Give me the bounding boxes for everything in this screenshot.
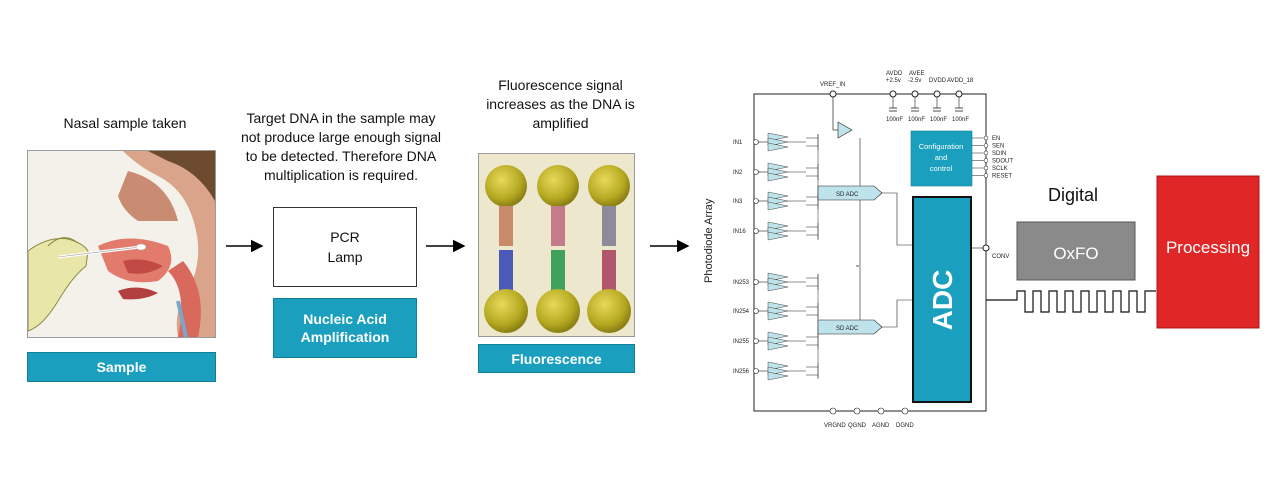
control-pin-sdout: SDOUT: [972, 158, 1013, 165]
input-pin-label: IN256: [733, 369, 750, 375]
control-pin-label: RESET: [992, 174, 1012, 180]
input-pin-label: IN2: [733, 170, 743, 176]
avdd-value: +2.5v: [886, 78, 901, 84]
supply-avdd: AVDD +2.5v 100nF: [886, 71, 903, 123]
input-pin-label: IN3: [733, 199, 743, 205]
supply-dvdd: DVDD 100nF: [929, 78, 947, 123]
nucleic-acid-amplification-label: Nucleic Acid Amplification: [273, 298, 417, 358]
sd-adc-bottom-label: SD ADC: [836, 326, 859, 332]
ground-pin-label: VRGND: [824, 423, 846, 429]
dvdd-cap: 100nF: [930, 117, 947, 123]
pcr-label: PCR: [330, 229, 360, 245]
avee-label: AVEE: [909, 71, 925, 77]
avee-cap: 100nF: [908, 117, 925, 123]
digital-waveform: [986, 290, 1156, 313]
control-pin-label: SEN: [992, 144, 1004, 150]
processing-block: Processing: [1156, 175, 1260, 329]
fifo-block: OxFO: [1016, 221, 1136, 281]
photodiode-array-label: Photodiode Array: [703, 198, 715, 283]
ground-pin-qgnd: QGND: [848, 407, 867, 429]
config-label-2: and: [935, 153, 948, 162]
supply-avdd18: AVDD_18 100nF: [947, 78, 974, 123]
config-label-1: Configuration: [919, 142, 964, 151]
input-pin-label: IN254: [733, 309, 750, 315]
vref-in-pin: VREF_IN: [820, 82, 853, 139]
fluorescence-caption: Fluorescence signal increases as the DNA…: [486, 77, 635, 131]
conv-pin: CONV: [971, 244, 1009, 260]
input-channel-in253: IN253: [733, 272, 819, 292]
pcr-lamp-box: PCR Lamp: [273, 207, 417, 287]
nasal-swab-illustration: [27, 150, 216, 338]
input-pin-label: IN1: [733, 140, 743, 146]
input-channel-in2: IN2: [733, 162, 819, 182]
input-channel-in254: IN254: [733, 301, 819, 321]
configuration-control-block: Configuration and control: [910, 130, 973, 187]
vref-in-label: VREF_IN: [820, 82, 845, 88]
ground-pin-label: QGND: [848, 423, 867, 429]
fifo-label: OxFO: [1053, 244, 1098, 263]
control-pin-reset: RESET: [972, 173, 1012, 180]
input-channel-in256: IN256: [733, 361, 819, 381]
control-pin-sclk: SCLK: [972, 165, 1008, 172]
ground-pin-dgnd: DGND: [896, 407, 914, 429]
avdd-label: AVDD: [886, 71, 903, 77]
sample-caption: Nasal sample taken: [63, 115, 187, 131]
fluorescence-wells-image: [478, 153, 635, 337]
avdd-cap: 100nF: [886, 117, 903, 123]
control-pin-label: SDIN: [992, 151, 1006, 157]
adc-label: ADC: [927, 270, 958, 331]
amplification-label-line1: Nucleic Acid: [303, 311, 387, 327]
processing-label: Processing: [1166, 238, 1250, 257]
control-pin-sen: SEN: [972, 143, 1004, 150]
control-pin-label: EN: [992, 136, 1000, 142]
fluorescence-label: Fluorescence: [478, 344, 635, 373]
digital-label: Digital: [1048, 185, 1098, 205]
input-pin-label: IN255: [733, 339, 750, 345]
supply-avee: AVEE -2.5v 100nF: [908, 71, 925, 123]
vertical-break-mark: ≈: [856, 264, 860, 270]
input-pin-label: IN253: [733, 280, 750, 286]
ground-pin-vrgnd: VRGND: [824, 407, 846, 429]
avdd18-label: AVDD_18: [947, 78, 974, 84]
control-pin-en: EN: [972, 135, 1000, 142]
control-pin-label: SCLK: [992, 166, 1008, 172]
sd-adc-top: SD ADC: [817, 185, 883, 201]
conv-label: CONV: [992, 254, 1009, 260]
ground-pin-label: DGND: [896, 423, 914, 429]
amplification-caption: Target DNA in the sample may not produce…: [240, 110, 442, 183]
input-channel-in3: IN3: [733, 191, 819, 211]
avdd18-cap: 100nF: [952, 117, 969, 123]
sd-adc-top-label: SD ADC: [836, 192, 859, 198]
input-channel-in255: IN255: [733, 331, 819, 351]
input-channel-in1: IN1: [733, 132, 819, 152]
lamp-label: Lamp: [327, 249, 363, 265]
sample-label: Sample: [27, 352, 216, 382]
input-pin-label: IN16: [733, 229, 746, 235]
control-pin-label: SDOUT: [992, 159, 1013, 165]
adc-block: ADC: [912, 196, 972, 403]
ground-pin-label: AGND: [872, 423, 890, 429]
amplification-label-line2: Amplification: [300, 329, 390, 345]
control-pin-sdin: SDIN: [972, 150, 1006, 157]
sd-adc-bottom: SD ADC: [817, 319, 883, 335]
dvdd-label: DVDD: [929, 78, 947, 84]
config-label-3: control: [930, 164, 953, 173]
ground-pin-agnd: AGND: [872, 407, 890, 429]
input-channel-in16: IN16: [733, 221, 819, 241]
readout-chip-outline: [753, 93, 987, 412]
avee-value: -2.5v: [908, 78, 921, 84]
